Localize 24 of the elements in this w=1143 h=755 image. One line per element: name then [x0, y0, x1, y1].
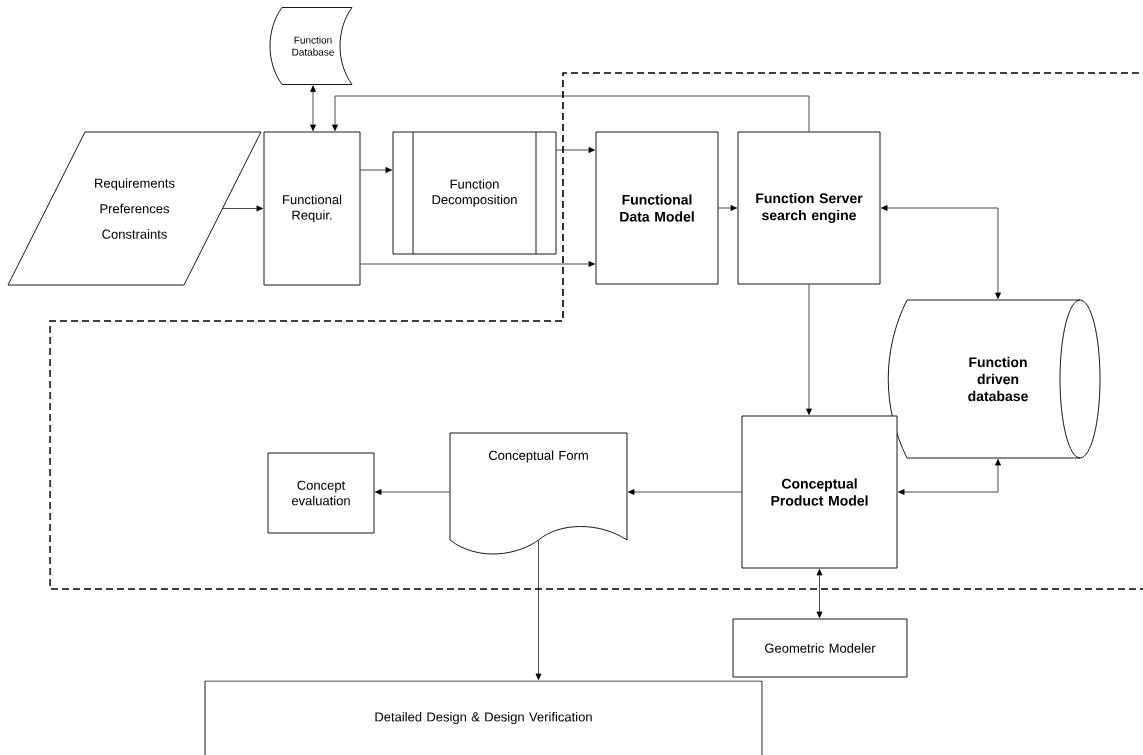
arrow — [360, 261, 595, 267]
arrow — [816, 569, 823, 618]
database-cylinder: Function driven database — [887, 299, 1101, 459]
process-box: Geometric Modeler — [732, 618, 908, 678]
arrow — [898, 459, 1001, 495]
arrow — [628, 489, 742, 495]
arrow — [556, 147, 595, 153]
process-box: Function Server search engine — [737, 131, 881, 285]
arrow — [310, 85, 316, 131]
arrow — [718, 205, 737, 211]
arrow — [806, 284, 812, 416]
arrow — [881, 205, 1001, 300]
process-box: Concept evaluation — [267, 452, 375, 534]
arrow — [360, 167, 393, 173]
arrow — [222, 205, 264, 212]
input-parallelogram: Requirements Preferences Constraints — [7, 131, 262, 286]
predefined-process-box: Function Decomposition — [392, 131, 557, 255]
arrow — [375, 489, 450, 495]
process-box: Detailed Design & Design Verification — [204, 680, 763, 755]
process-box: Functional Requir. — [263, 131, 361, 286]
arrow — [332, 95, 810, 132]
process-box: Conceptual Product Model — [741, 415, 898, 569]
arrow — [535, 540, 542, 680]
process-box: Functional Data Model — [595, 131, 719, 285]
